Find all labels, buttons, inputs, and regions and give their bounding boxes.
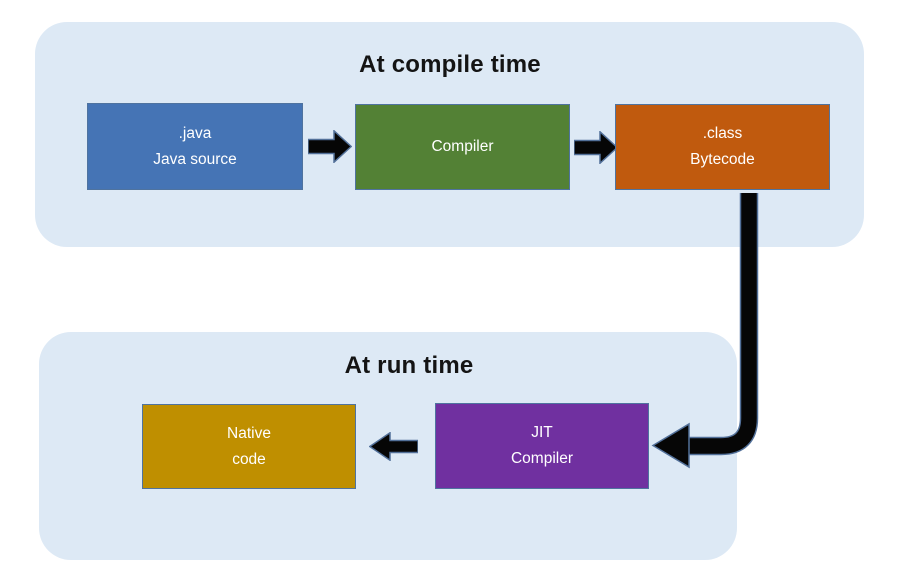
compiler-box: Compiler [355,104,570,190]
arrow-right-icon [574,131,618,164]
jit-compiler-label-line2: Compiler [510,450,573,467]
compiler-label: Compiler [431,138,494,155]
native-code-label-line1: Native [227,424,271,442]
class-bytecode-label-line1: .class [702,125,743,142]
arrow-right-icon [308,130,352,163]
java-source-box: .java Java source [87,103,303,190]
native-code-box: Native code [142,404,356,489]
jit-compiler-label-line1: JIT [531,424,553,441]
java-source-label-line2: Java source [153,150,237,168]
compile-time-title: At compile time [359,51,541,78]
arrow-right-shape [574,131,618,164]
arrow-left-icon [369,432,418,461]
class-bytecode-box: .class Bytecode [615,104,830,190]
class-bytecode-label-line2: Bytecode [690,151,755,168]
arrow-left-shape [369,432,418,461]
arrow-right-shape [308,130,352,163]
native-code-label-line2: code [232,450,266,468]
jit-compiler-box: JIT Compiler [435,403,649,489]
java-source-label-line1: .java [178,124,212,142]
run-time-title: At run time [344,352,474,379]
